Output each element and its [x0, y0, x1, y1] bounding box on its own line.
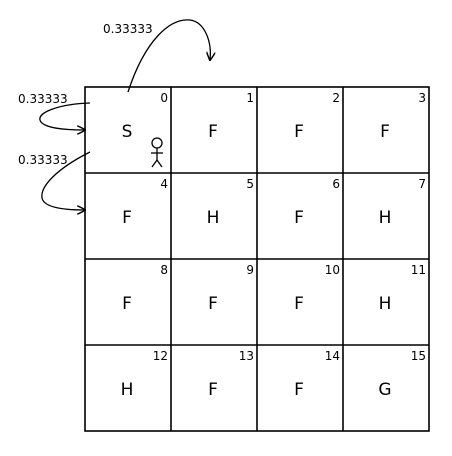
cell-letter: F — [294, 294, 304, 314]
cell-letter: H — [121, 380, 134, 400]
probability-label-up: 0.33333 — [103, 22, 153, 36]
cell-letter: F — [122, 294, 132, 314]
grid-cell: S0 — [122, 91, 168, 142]
cell-index: 13 — [239, 349, 254, 363]
cell-index: 8 — [160, 263, 168, 277]
grid-cell: F1 — [208, 91, 254, 142]
probability-label-left: 0.33333 — [18, 92, 68, 106]
cell-letter: F — [294, 380, 304, 400]
cell-index: 4 — [160, 177, 168, 191]
cell-index: 3 — [418, 91, 426, 105]
cell-index: 14 — [325, 349, 340, 363]
cell-letter: H — [379, 208, 392, 228]
cell-index: 10 — [325, 263, 340, 277]
cell-letter: F — [208, 380, 218, 400]
cell-index: 5 — [246, 177, 254, 191]
cell-index: 11 — [411, 263, 426, 277]
grid-cell: F4 — [122, 177, 168, 228]
transition-arrow-down — [41, 151, 91, 210]
cell-index: 12 — [153, 349, 168, 363]
cell-index: 9 — [246, 263, 254, 277]
grid-cell: F9 — [208, 263, 254, 314]
cell-index: 2 — [332, 91, 340, 105]
grid-cell: F2 — [294, 91, 340, 142]
probability-label-down: 0.33333 — [18, 153, 68, 167]
grid-cell: H5 — [207, 177, 254, 228]
cell-letter: G — [378, 380, 391, 400]
grid-cell: H 11 — [379, 263, 426, 314]
grid-cell: F8 — [122, 263, 168, 314]
transition-arrow-left — [39, 102, 91, 130]
cell-letter: S — [122, 122, 133, 142]
cell-letter: F — [294, 208, 304, 228]
cell-index: 1 — [246, 91, 254, 105]
cell-index: 0 — [160, 91, 168, 105]
cell-index: 15 — [411, 349, 426, 363]
cell-letter: F — [122, 208, 132, 228]
grid-cell: F3 — [380, 91, 426, 142]
cell-letter: H — [207, 208, 220, 228]
stick-figure-icon — [151, 137, 163, 168]
cell-letter: F — [208, 122, 218, 142]
grid-cell: F6 — [294, 177, 340, 228]
grid-cell: G 15 — [378, 349, 426, 400]
cell-letter: F — [208, 294, 218, 314]
transition-arrow-up — [127, 19, 210, 93]
cell-letter: F — [380, 122, 390, 142]
grid-cell: F 14 — [294, 349, 340, 400]
cell-index: 6 — [332, 177, 340, 191]
cell-letter: H — [379, 294, 392, 314]
grid-cell: F 13 — [208, 349, 254, 400]
cell-index: 7 — [418, 177, 426, 191]
grid-cell: H 12 — [121, 349, 168, 400]
grid-cell: F 10 — [294, 263, 340, 314]
grid-cell: H7 — [379, 177, 426, 228]
cell-letter: F — [294, 122, 304, 142]
